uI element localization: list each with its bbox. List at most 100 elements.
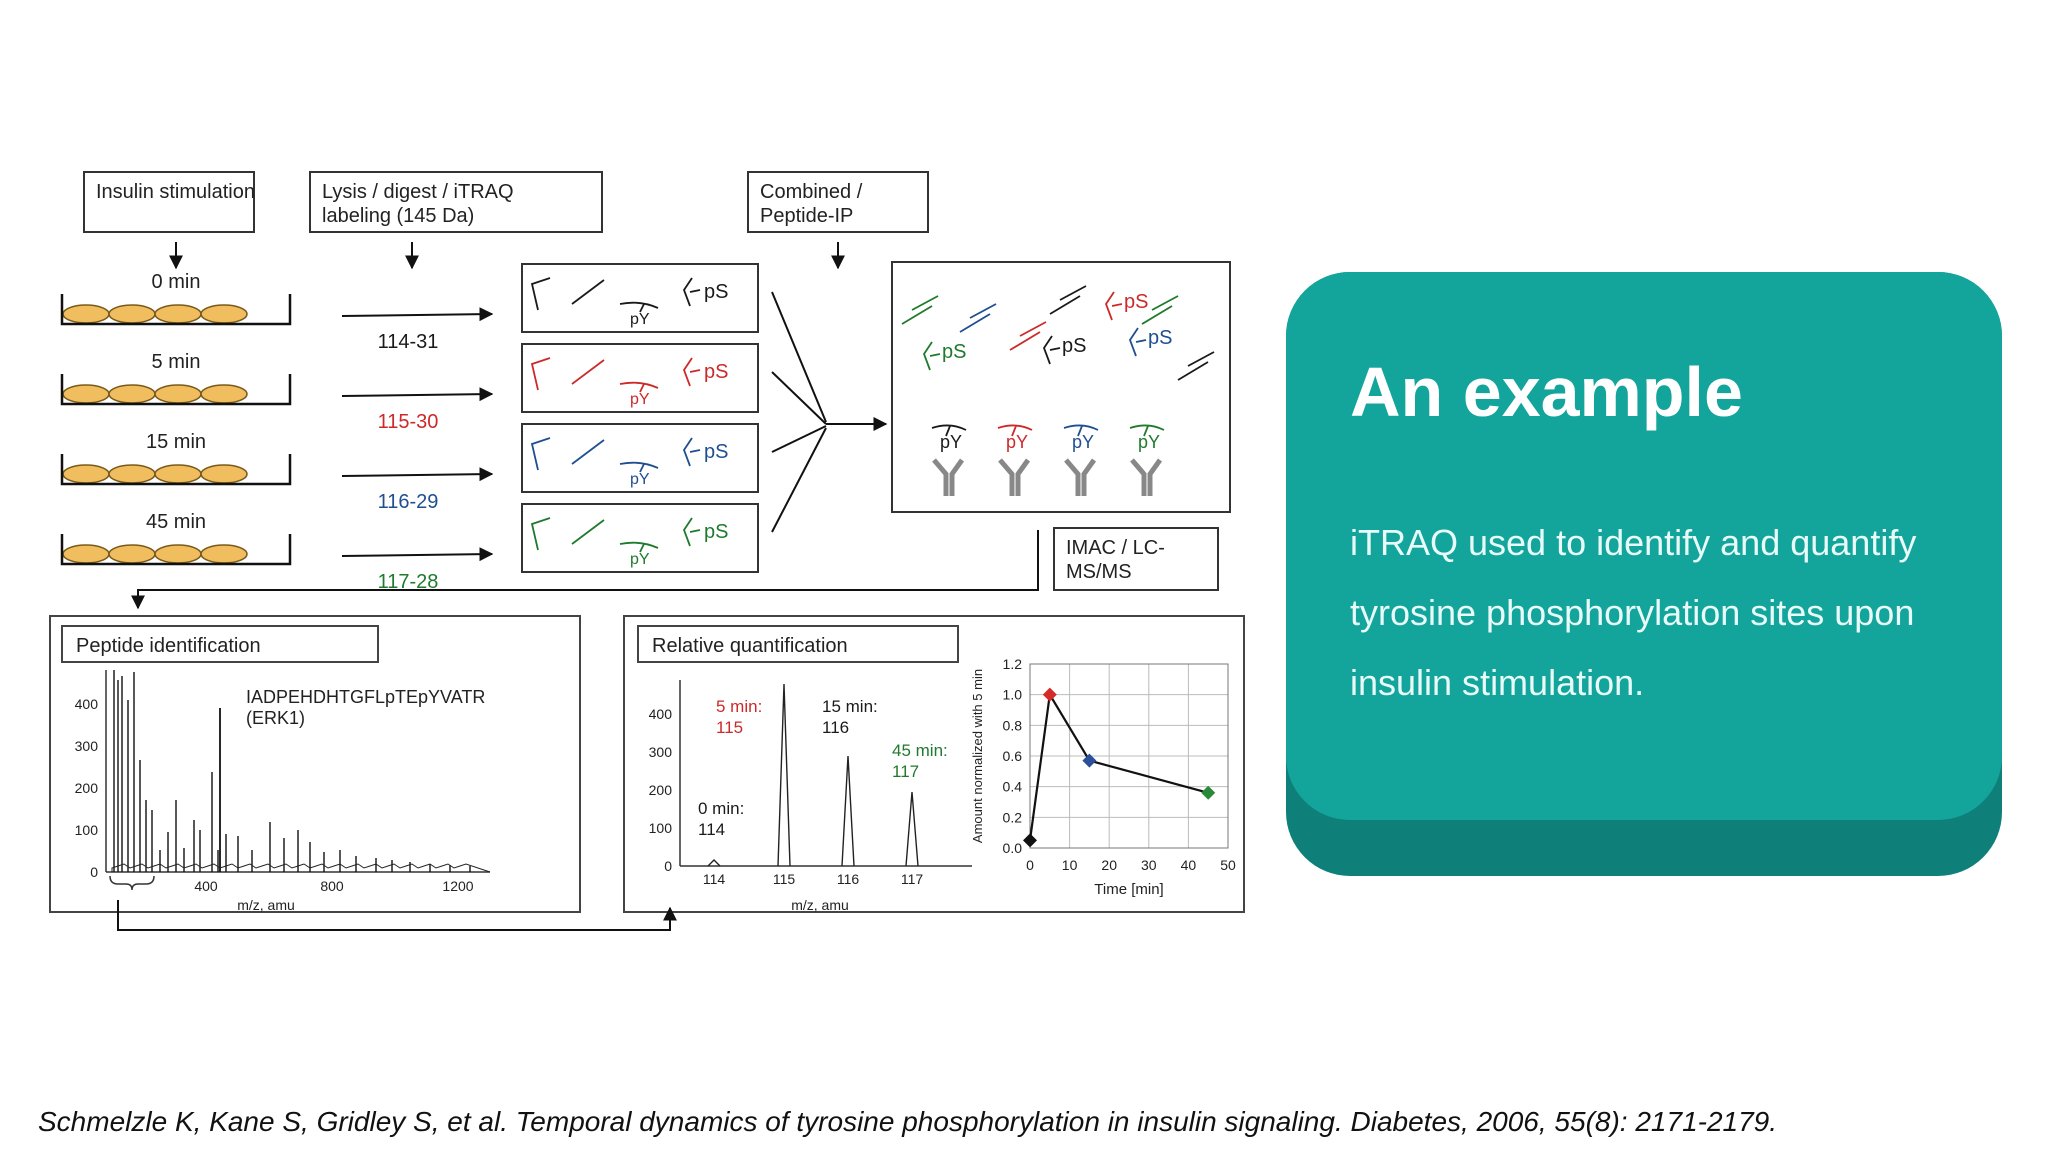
chart-data-point <box>1023 833 1037 848</box>
itraq-tag-label: 115-30 <box>378 411 439 433</box>
pooled-peptide <box>1049 285 1087 315</box>
culture-dish <box>60 454 292 486</box>
peptide-protein: (ERK1) <box>246 708 305 728</box>
peak-time-label: 45 min: <box>892 741 948 760</box>
timepoint-row: 15 min 116-29 pY pS <box>60 423 759 513</box>
antibody-icon <box>1130 458 1163 496</box>
py-mark: pY <box>940 432 962 452</box>
pooled-peptide <box>1177 351 1215 381</box>
chart-xlabel: Time [min] <box>1094 881 1163 898</box>
py-mark: pY <box>1138 432 1160 452</box>
itraq-tag-label: 116-29 <box>378 491 439 513</box>
peak-time-label: 15 min: <box>822 697 878 716</box>
peak-ion-label: 116 <box>822 718 849 737</box>
dish-time-label: 45 min <box>146 511 206 533</box>
chart-x-tick: 0 <box>1026 857 1034 873</box>
pooled-peptide <box>1042 335 1061 365</box>
chart-x-tick: 30 <box>1141 857 1157 873</box>
spectrum-y-tick: 200 <box>75 780 99 796</box>
peak-time-label: 5 min: <box>716 697 762 716</box>
chart-x-tick: 10 <box>1062 857 1078 873</box>
pooled-peptide <box>922 341 941 371</box>
merge-arrows <box>771 291 888 533</box>
ip-peptide <box>931 424 967 437</box>
dish-time-label: 5 min <box>152 351 201 373</box>
quant-x-tick: 116 <box>837 871 860 887</box>
card-body: iTRAQ used to identify and quantify tyro… <box>1350 522 1917 703</box>
timepoint-row: 0 min 114-31 pY pS <box>60 263 759 353</box>
peak-time-label: 0 min: <box>698 799 744 818</box>
antibody-icon <box>998 458 1031 496</box>
chart-y-tick: 0.4 <box>1003 779 1023 795</box>
ps-mark: pS <box>704 281 728 303</box>
labeled-peptide-box: pY pS <box>521 263 759 333</box>
ps-mark: pS <box>704 361 728 383</box>
itraq-tag-label: 114-31 <box>378 331 439 353</box>
chart-y-tick: 0.0 <box>1003 840 1023 856</box>
spectrum-y-tick: 0 <box>90 864 98 880</box>
quant-x-tick: 115 <box>773 871 796 887</box>
step-combined-ip: Combined /Peptide-IP <box>747 171 929 233</box>
reporter-peak <box>707 859 721 867</box>
step-combined-text: Combined /Peptide-IP <box>760 181 863 227</box>
relative-quantification-panel: Relative quantification 4003002001000114… <box>623 615 1245 913</box>
chart-x-tick: 20 <box>1101 857 1117 873</box>
step-imac-text: IMAC / LC-MS/MS <box>1066 537 1165 583</box>
pooled-peptide <box>1104 291 1123 321</box>
reporter-peak <box>777 683 791 867</box>
antibody-icon <box>932 458 965 496</box>
ps-mark: pS <box>1148 327 1172 349</box>
quant-xlabel: m/z, amu <box>791 897 849 913</box>
ps-mark: pS <box>704 441 728 463</box>
itraq-tag-label: 117-28 <box>378 571 439 593</box>
py-mark: pY <box>630 311 650 328</box>
spectrum-x-tick: 400 <box>194 878 218 894</box>
quant-panel-title: Relative quantification <box>652 635 848 657</box>
peptide-sequence: IADPEHDHTGFLpTEpYVATR <box>246 687 485 707</box>
antibody-icon <box>1064 458 1097 496</box>
culture-dish <box>60 534 292 566</box>
dish-time-label: 0 min <box>152 271 201 293</box>
citation: Schmelzle K, Kane S, Gridley S, et al. T… <box>38 1106 1778 1137</box>
spectrum-x-tick: 800 <box>320 878 344 894</box>
peak-ion-label: 117 <box>892 762 919 781</box>
card-title: An example <box>1350 353 1743 431</box>
chart-y-tick: 0.6 <box>1003 748 1023 764</box>
reporter-peak <box>905 791 919 867</box>
chart-y-tick: 1.0 <box>1003 687 1023 703</box>
chart-data-point <box>1082 753 1097 768</box>
py-mark: pY <box>1006 432 1028 452</box>
chart-x-tick: 40 <box>1181 857 1197 873</box>
chart-data-point <box>1042 687 1057 702</box>
ps-mark: pS <box>1124 291 1148 313</box>
peak-ion-label: 114 <box>698 820 725 839</box>
pooled-peptide <box>959 303 997 333</box>
chart-series-line <box>1028 691 1209 841</box>
chart-y-tick: 1.2 <box>1003 656 1023 672</box>
dish-time-label: 15 min <box>146 431 206 453</box>
step-insulin-stimulation: Insulin stimulation <box>83 171 255 233</box>
py-mark: pY <box>630 551 650 568</box>
reporter-peak <box>841 755 855 867</box>
culture-dish <box>60 374 292 406</box>
py-mark: pY <box>1072 432 1094 452</box>
chart-ylabel: Amount normalized with 5 min <box>970 669 985 843</box>
pooled-peptide <box>1009 321 1047 351</box>
spectrum-xlabel: m/z, amu <box>237 897 295 913</box>
chart-x-tick: 50 <box>1220 857 1236 873</box>
peptide-identification-panel: Peptide identification IADPEHDHTGFLpTEpY… <box>49 615 581 913</box>
spectrum-y-tick: 100 <box>75 822 99 838</box>
chart-y-tick: 0.2 <box>1003 809 1023 825</box>
peptide-panel-title: Peptide identification <box>76 635 261 657</box>
py-mark: pY <box>630 471 650 488</box>
quant-y-tick: 200 <box>649 782 673 798</box>
